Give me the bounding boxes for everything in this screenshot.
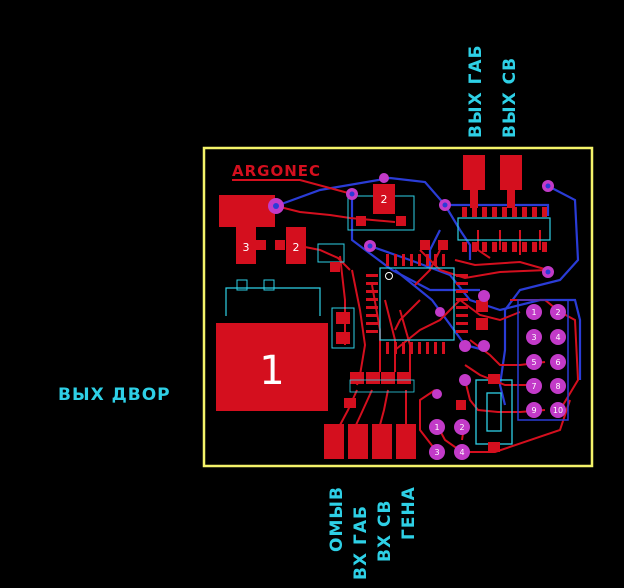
label-out-yard: ВЫХ ДВОР bbox=[58, 385, 171, 405]
pad-3 bbox=[236, 227, 256, 264]
pad-large-1-label: 1 bbox=[259, 348, 284, 394]
pad-smd-mid-b bbox=[275, 240, 285, 250]
smd-passives bbox=[317, 240, 488, 410]
transistor-top-pin-b bbox=[396, 216, 406, 226]
ic-soic-pins bbox=[462, 207, 547, 252]
in-pad-sv bbox=[372, 424, 392, 459]
pad-2-left bbox=[286, 227, 306, 264]
out-pad-gas bbox=[463, 155, 485, 190]
crystal-body bbox=[486, 392, 502, 432]
header-pin-label: 4 bbox=[555, 333, 560, 342]
header-pin-label: 6 bbox=[555, 358, 560, 367]
board-logo: ARGONEC bbox=[232, 162, 321, 180]
transistor-top-pad bbox=[373, 184, 395, 214]
label-out-sv: ВЫХ СВ bbox=[500, 56, 520, 138]
transistor-top-label: 2 bbox=[381, 193, 388, 206]
mcu-pin1-marker bbox=[385, 272, 393, 280]
label-out-gas: ВЫХ ГАБ bbox=[466, 44, 486, 138]
vias bbox=[268, 173, 554, 399]
in-pad-gena bbox=[396, 424, 416, 459]
small-connector-pin-label: 2 bbox=[459, 423, 464, 432]
header-pin-label: 9 bbox=[531, 406, 536, 415]
header-pin-label: 3 bbox=[531, 333, 536, 342]
regulator-tab-right bbox=[263, 279, 275, 291]
label-in-omyv: ОМЫВ bbox=[327, 486, 347, 552]
in-pad-omyv bbox=[324, 424, 344, 459]
header-pin-label: 10 bbox=[553, 406, 563, 415]
header-outline bbox=[517, 299, 569, 421]
pad-block-top-left bbox=[219, 195, 275, 227]
small-connector-pin-label: 4 bbox=[459, 448, 464, 457]
pad-smd-mid-a bbox=[256, 240, 266, 250]
crystal-pad-bottom bbox=[488, 442, 500, 452]
small-connector-pin-label: 1 bbox=[434, 423, 439, 432]
header-pin-label: 8 bbox=[555, 382, 560, 391]
out-pad-gas-stem bbox=[470, 190, 478, 208]
board-outline bbox=[202, 146, 594, 468]
in-pad-gas bbox=[348, 424, 368, 459]
regulator-tab-left bbox=[236, 279, 248, 291]
crystal-pad-top bbox=[488, 374, 500, 384]
label-in-sv: ВХ СВ bbox=[375, 499, 395, 562]
out-pad-sv bbox=[500, 155, 522, 190]
header-pin-label: 1 bbox=[531, 308, 536, 317]
header-pin-label: 2 bbox=[555, 308, 560, 317]
mcu-qfp-outline bbox=[379, 267, 455, 341]
ic-soic-outline bbox=[457, 217, 551, 241]
transistor-top-pin-a bbox=[356, 216, 366, 226]
bottom-layer-traces bbox=[275, 176, 582, 406]
label-gena: ГЕНА bbox=[399, 486, 419, 540]
small-connector-pin-label: 3 bbox=[434, 448, 439, 457]
header-pin-label: 5 bbox=[531, 358, 536, 367]
pad-2-label: 2 bbox=[293, 241, 300, 254]
via-holes bbox=[273, 183, 551, 275]
pad-large-1 bbox=[216, 323, 328, 411]
label-in-gas: ВХ ГАБ bbox=[351, 505, 371, 580]
small-connector-pads bbox=[429, 419, 470, 460]
component-outline-regulator bbox=[225, 287, 321, 316]
mcu-qfp-pins bbox=[366, 254, 468, 354]
pad-3-label: 3 bbox=[243, 241, 250, 254]
header-pin-label: 7 bbox=[531, 382, 536, 391]
header-pads bbox=[526, 304, 566, 418]
out-pad-sv-stem bbox=[507, 190, 515, 208]
